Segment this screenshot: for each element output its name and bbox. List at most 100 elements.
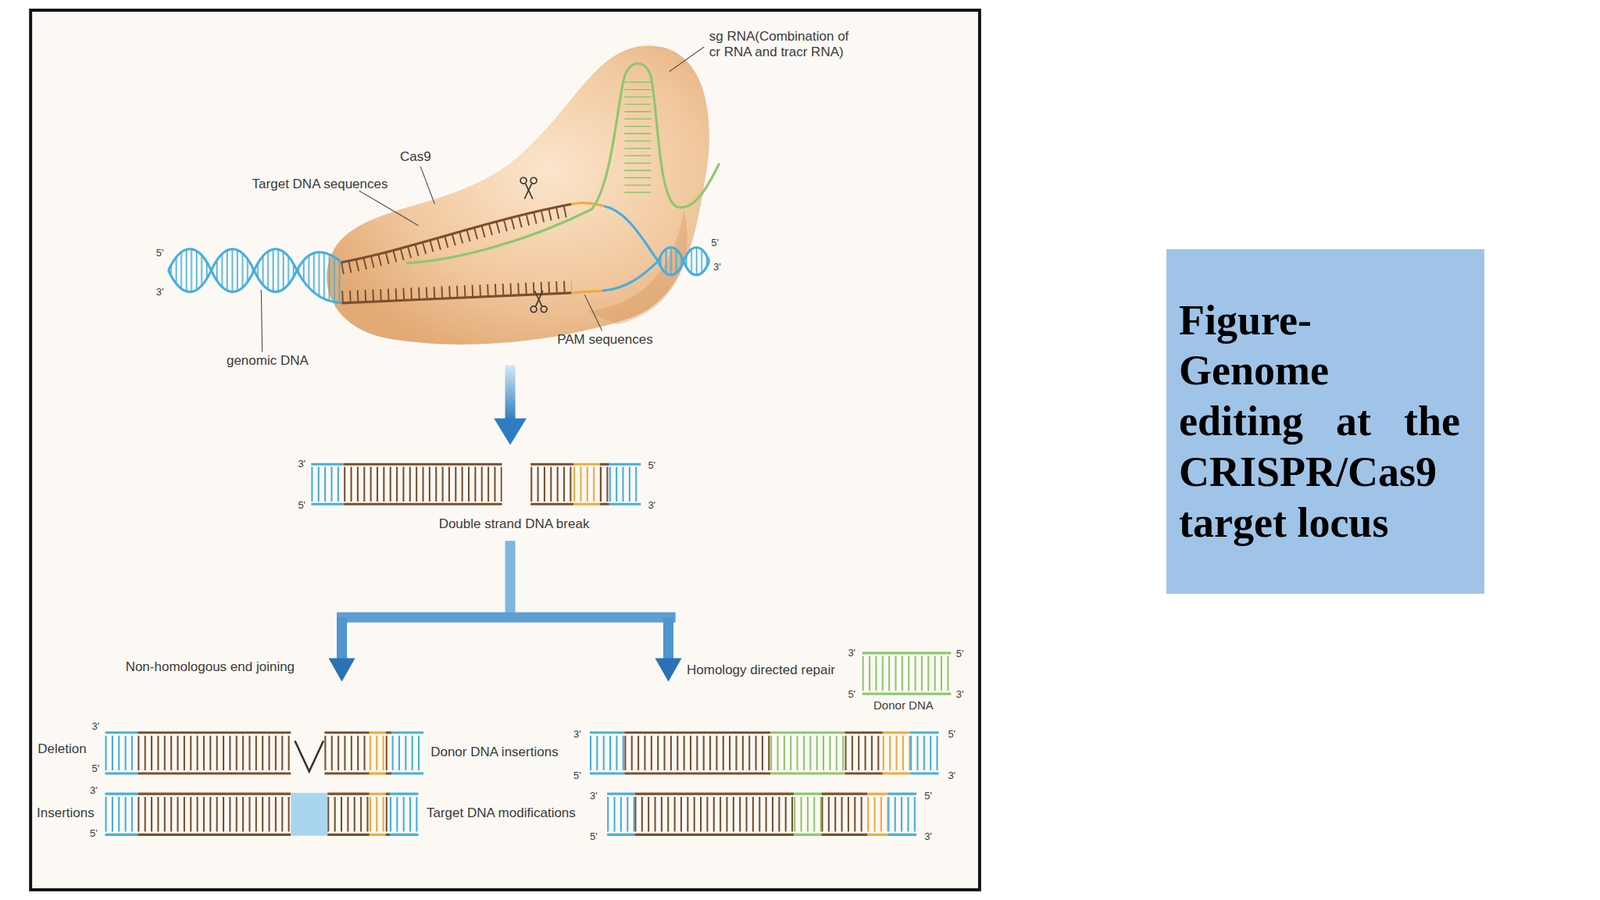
dsb-duplex-part: [600, 503, 610, 506]
scissors-symbol-part-part: [535, 290, 543, 307]
insertion-duplex-part: [389, 796, 419, 832]
insertion-duplex-part: [290, 792, 328, 836]
donor-insertion-duplex-part: [844, 735, 883, 771]
scissors-symbol-part: [530, 290, 547, 312]
figure-frame-part: [30, 10, 980, 890]
donor-dna-duplex-part: [862, 651, 952, 654]
leader-line-part: [669, 46, 704, 72]
strand-end-label: 5': [924, 789, 933, 802]
insertion-duplex-part: [389, 792, 419, 796]
insertion-duplex: [105, 792, 419, 836]
dsb-duplex-part: [310, 463, 344, 466]
unwound-target-dna-part: [602, 260, 659, 291]
deletion-duplex-part: [369, 735, 386, 771]
deletion-duplex-part: [324, 731, 369, 734]
donor-insertion-duplex-part: [770, 771, 845, 775]
target-modification-duplex-part: [634, 796, 794, 832]
deletion-duplex-part: [324, 771, 369, 775]
insertion-duplex-part: [369, 796, 386, 832]
insertion-duplex-part: [385, 792, 390, 796]
donor-insertion-duplex-part: [624, 731, 771, 734]
deletion-duplex-part: [385, 771, 393, 775]
deletion-duplex-part: [369, 771, 386, 775]
deletion-duplex-part: [385, 731, 393, 734]
target-modification-duplex-part: [821, 792, 868, 796]
dsb-duplex-part: [609, 503, 641, 506]
target-modification-duplex-part: [607, 792, 635, 796]
leader-line-part: [420, 166, 435, 204]
genomic-dna-helix-part: [657, 247, 709, 275]
figure-frame: [30, 10, 980, 890]
dsb-duplex-part: [600, 467, 610, 502]
target-modification-duplex-part: [607, 796, 635, 832]
outcome-label: Deletion: [37, 741, 86, 758]
sgrna-strand-part: [624, 81, 651, 196]
callout-label: Cas9: [400, 149, 432, 165]
process-arrow-part: [655, 657, 683, 682]
target-modification-duplex-part: [821, 796, 868, 832]
insertion-duplex-part: [137, 796, 291, 832]
donor-insertion-duplex-part: [882, 771, 911, 775]
step-label: Non-homologous end joining: [125, 659, 295, 675]
target-modification-duplex-part: [867, 833, 888, 836]
outcome-label: Donor DNA insertions: [430, 744, 558, 761]
insertion-duplex-part: [369, 792, 386, 796]
donor-insertion-duplex-part: [910, 771, 940, 775]
dsb-duplex-part: [609, 463, 641, 466]
outcome-label: Insertions: [36, 805, 95, 822]
strand-end-label: 5': [847, 689, 856, 701]
leader-line-part: [260, 289, 262, 353]
scissors-symbol-part-part: [525, 183, 533, 200]
donor-dna-duplex-part: [862, 692, 952, 696]
genomic-dna-helix-part: [168, 249, 343, 293]
donor-insertion-duplex-part: [882, 731, 911, 734]
genomic-dna-helix-part: [657, 247, 709, 275]
scissors-symbol-part-part: [520, 177, 527, 184]
deletion-duplex-part: [294, 740, 324, 772]
strand-end-label: 5': [573, 769, 582, 782]
donor-insertion-duplex: [589, 732, 940, 774]
target-modification-duplex-part: [607, 833, 635, 836]
insertion-duplex-part: [385, 833, 390, 836]
strand-end-label: 3': [573, 728, 582, 741]
donor-dna-duplex-part: [862, 656, 952, 691]
unwound-target-dna-part: [342, 210, 572, 268]
donor-insertion-duplex-part: [770, 731, 845, 734]
strand-end-label: 3': [92, 720, 100, 733]
process-arrow-part: [336, 617, 347, 661]
deletion-duplex-part: [385, 735, 393, 771]
unwound-target-dna-part: [603, 206, 658, 262]
deletion-duplex: [105, 732, 425, 774]
strand-end-label: 5': [710, 236, 719, 249]
dsb-duplex-part: [343, 463, 502, 466]
genomic-dna-helix: [168, 247, 710, 304]
dsb-duplex-part: [310, 467, 344, 502]
target-modification-duplex-part: [887, 796, 917, 832]
figure-title-text: Figure- Genome editing at the CRISPR/Cas…: [1178, 295, 1461, 549]
genomic-dna-helix-part: [168, 249, 343, 304]
callout-label: Donor DNA: [873, 698, 934, 712]
donor-insertion-duplex-part: [589, 735, 625, 771]
strand-end-label: 5': [89, 828, 98, 840]
donor-insertion-duplex-part: [624, 735, 771, 771]
strand-end-label: 5': [647, 459, 656, 472]
strand-end-label: 3': [847, 646, 856, 659]
deletion-duplex-part: [324, 735, 369, 771]
scissors-symbol-part-part: [530, 177, 537, 184]
strand-end-label: 3': [89, 785, 98, 797]
process-arrow-part: [505, 365, 516, 422]
dsb-duplex-part: [600, 463, 610, 466]
callout-label: PAM sequences: [557, 332, 654, 348]
scissors-symbol-part-part: [534, 290, 542, 307]
deletion-duplex-part: [137, 731, 291, 734]
target-modification-duplex-part: [867, 796, 888, 832]
donor-insertion-duplex-part: [910, 735, 940, 771]
sgrna-strand-part: [406, 63, 720, 264]
target-modification-duplex-part: [867, 792, 888, 796]
outcome-label: Target DNA modifications: [426, 805, 576, 822]
scissors-symbol-part-part: [530, 306, 537, 313]
unwound-target-dna-part: [571, 290, 602, 293]
callout-label: Target DNA sequences: [252, 177, 389, 193]
insertion-duplex-part: [137, 833, 291, 836]
